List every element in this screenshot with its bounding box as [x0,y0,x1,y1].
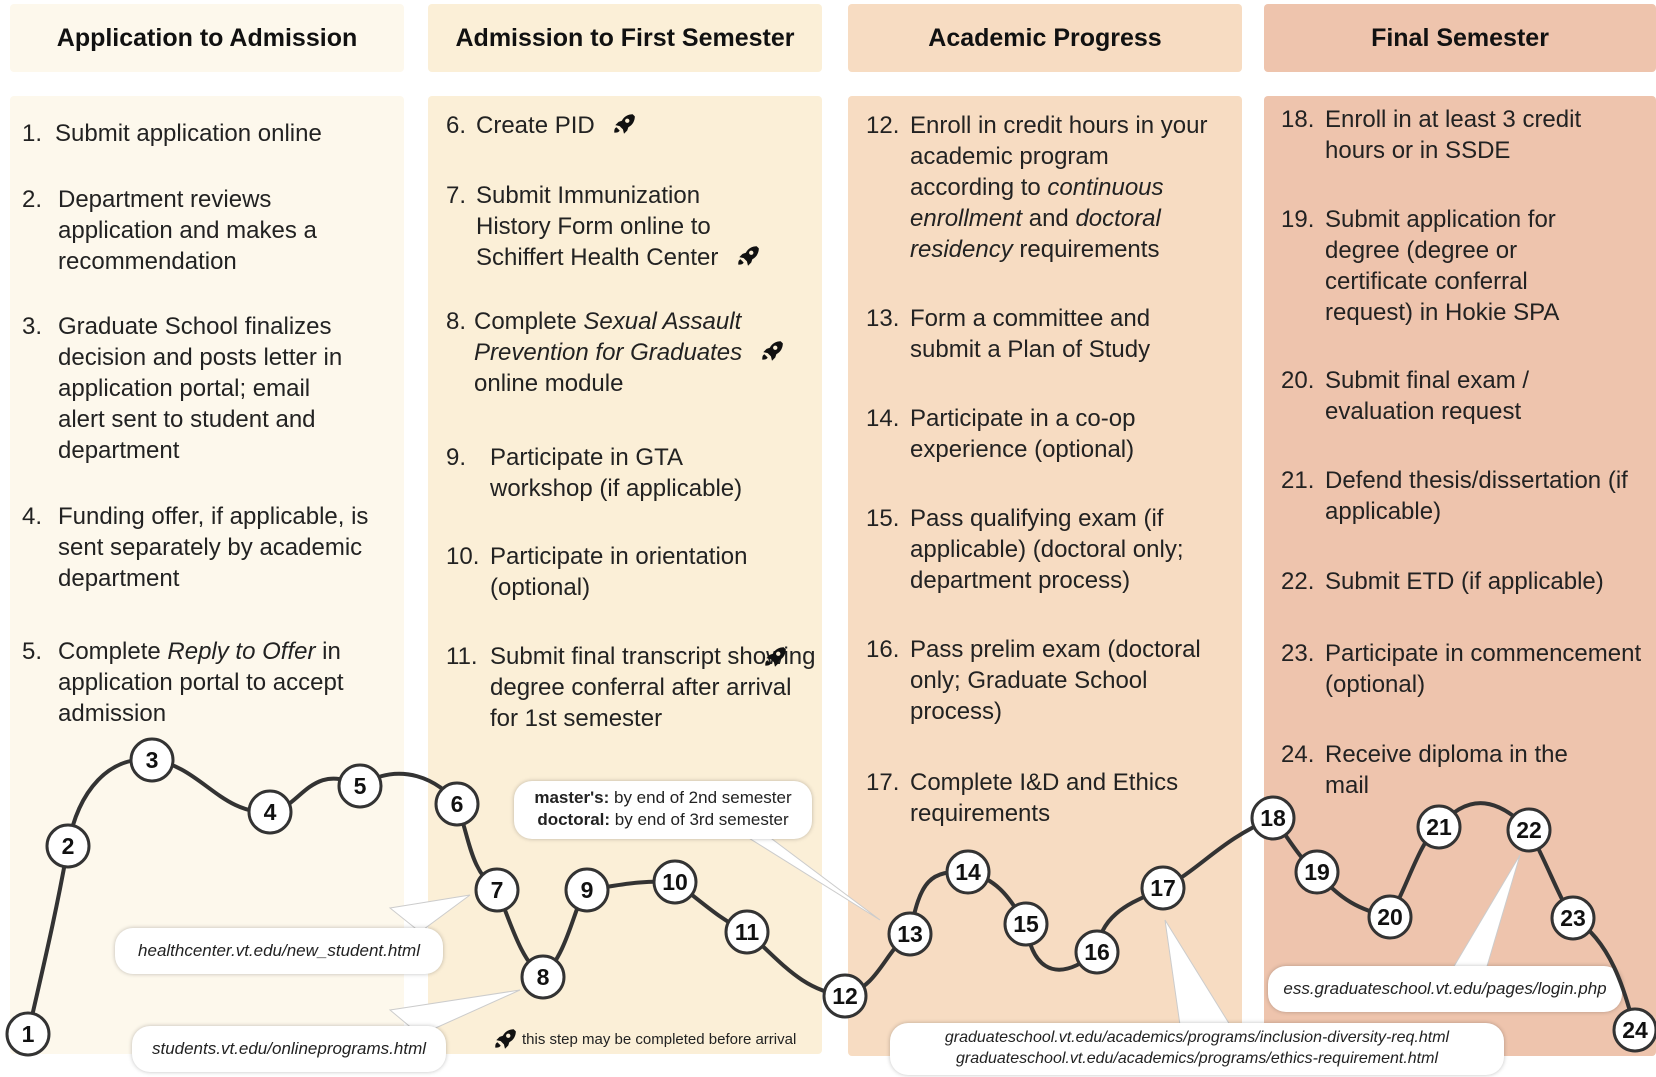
road-node-20: 20 [1367,894,1413,940]
step-12: 12.Enroll in credit hours in your academ… [866,112,1208,263]
road-node-label: 20 [1377,904,1403,930]
road-node-label: 12 [832,983,858,1009]
step-22: 22.Submit ETD (if applicable) [1281,568,1604,595]
road-node-label: 21 [1426,814,1452,840]
road-node-label: 24 [1622,1017,1648,1043]
road-node-1: 1 [5,1011,51,1057]
step-17: 17.Complete I&D and Ethics requirements [866,769,1179,827]
callout-students-url: students.vt.edu/onlineprograms.html [132,1026,446,1072]
header-final-semester: Final Semester [1264,4,1656,72]
step-2: 2.Department reviews application and mak… [22,186,317,275]
step-19: 19.Submit application for degree (degree… [1281,206,1560,326]
step-21: 21.Defend thesis/dissertation (if applic… [1281,467,1628,525]
column-final-semester [1264,96,1656,1056]
road-node-label: 13 [897,921,923,947]
road-node-5: 5 [337,763,383,809]
road-node-label: 15 [1013,911,1039,937]
step-4: 4.Funding offer, if applicable, is sent … [22,503,369,592]
rocket-icon [738,246,759,266]
road-node-21: 21 [1416,804,1462,850]
rocket-icon [614,114,636,134]
step-8: 8.Complete Sexual Assault Prevention for… [446,306,806,399]
road-node-label: 10 [662,869,688,895]
road-node-16: 16 [1074,929,1120,975]
callout-ess-url: ess.graduateschool.vt.edu/pages/login.ph… [1268,966,1622,1012]
step-20: 20.Submit final exam / evaluation reques… [1281,367,1530,425]
legend: this step may be completed before arriva… [492,1026,796,1052]
column-application [10,96,404,1054]
step-14: 14.Participate in a co-op experience (op… [866,405,1136,463]
road-node-label: 5 [354,773,367,799]
road-node-label: 23 [1560,905,1586,931]
road-node-24: 24 [1612,1007,1656,1053]
callout-healthcenter-url: healthcenter.vt.edu/new_student.html [115,928,443,974]
road-node-6: 6 [434,781,480,827]
road-node-label: 11 [735,919,760,945]
road-node-4: 4 [247,789,293,835]
road-node-23: 23 [1550,895,1596,941]
road-node-11: 11 [724,909,770,955]
legend-text: this step may be completed before arriva… [522,1030,797,1048]
step-11: 11.Submit final transcript showing degre… [446,643,816,732]
road-node-label: 22 [1516,817,1542,843]
header-application-to-admission: Application to Admission [10,4,404,72]
road-node-3: 3 [129,737,175,783]
road-node-9: 9 [564,867,610,913]
rocket-icon [495,1029,516,1049]
rocket-icon [765,647,786,667]
road-node-22: 22 [1506,807,1552,853]
road-node-label: 2 [62,833,75,859]
road-node-10: 10 [652,859,698,905]
road-node-8: 8 [520,954,566,1000]
road-node-17: 17 [1140,865,1186,911]
step-3: 3.Graduate School finalizes decision and… [22,313,343,464]
step-13: 13.Form a committee and submit a Plan of… [866,305,1151,363]
header-academic-progress: Academic Progress [848,4,1242,72]
road-node-label: 19 [1304,859,1330,885]
road-node-label: 16 [1084,939,1110,965]
step-24: 24.Receive diploma in the mail [1281,741,1568,799]
road-node-label: 14 [955,859,981,885]
road-node-label: 9 [581,877,594,903]
step-7: 7.Submit Immunization History Form onlin… [446,180,816,273]
rocket-icon [762,341,783,361]
callout-semester-deadlines: master's: by end of 2nd semester doctora… [514,781,812,839]
header-admission-to-first-semester: Admission to First Semester [428,4,822,72]
road-node-label: 7 [491,877,504,903]
road-node-label: 8 [537,964,550,990]
road-node-14: 14 [945,849,991,895]
step-18: 18.Enroll in at least 3 credit hours or … [1281,106,1582,164]
step-10: 10.Participate in orientation (optional) [446,543,748,601]
road-node-label: 4 [264,799,277,825]
road-node-label: 17 [1150,875,1176,901]
road-node-7: 7 [474,867,520,913]
road-node-2: 2 [45,823,91,869]
road-node-label: 6 [451,791,464,817]
road-node-label: 18 [1260,805,1286,831]
callout-graduateschool-urls: graduateschool.vt.edu/academics/programs… [890,1023,1504,1075]
road-node-label: 1 [22,1021,35,1047]
step-16: 16.Pass prelim exam (doctoral only; Grad… [866,636,1201,725]
step-1: 1.Submit application online [22,120,322,147]
step-6: 6.Create PID [446,110,806,141]
road-node-12: 12 [822,973,868,1019]
road-node-19: 19 [1294,849,1340,895]
road-node-15: 15 [1003,901,1049,947]
step-5: 5.Complete Reply to Offer in application… [22,638,344,727]
step-9: 9.Participate in GTA workshop (if applic… [446,444,743,502]
step-23: 23.Participate in commencement (optional… [1281,640,1642,698]
road-node-label: 3 [146,747,159,773]
road-node-18: 18 [1250,795,1296,841]
step-15: 15.Pass qualifying exam (if applicable) … [866,505,1184,594]
road-node-13: 13 [887,911,933,957]
